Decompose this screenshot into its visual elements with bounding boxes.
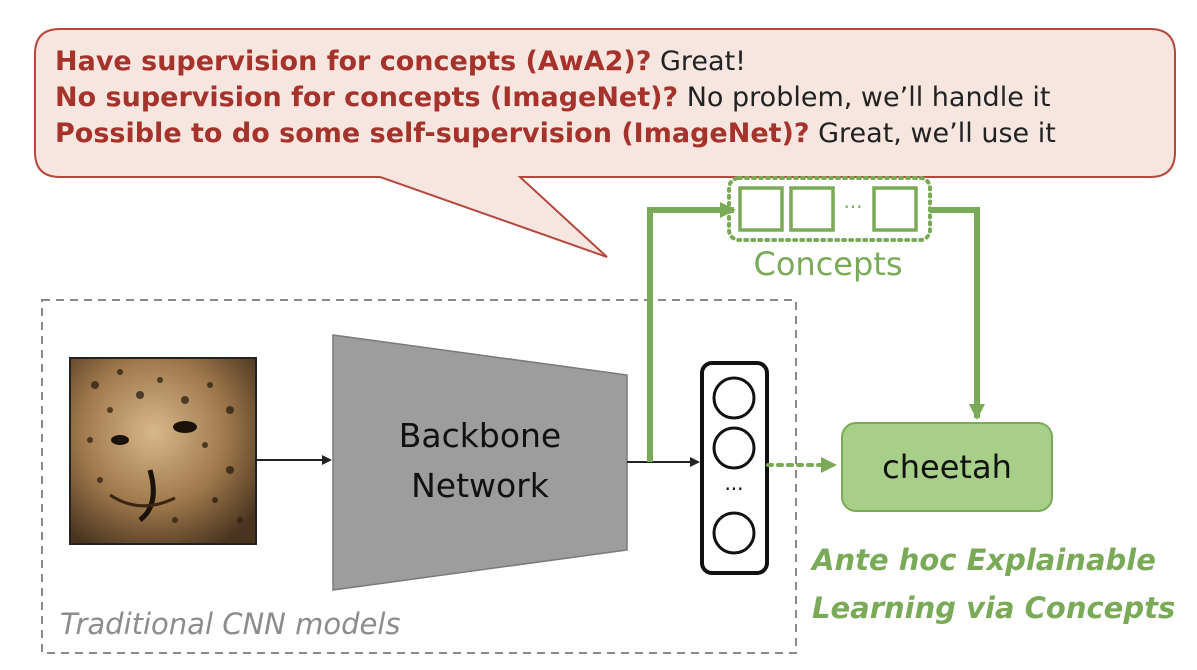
- bubble-line-2: No supervision for concepts (ImageNet)? …: [55, 82, 1050, 113]
- bubble-line-3: Possible to do some self-supervision (Im…: [55, 118, 1056, 149]
- bubble-line-1-bold: Have supervision for concepts (AwA2)?: [55, 46, 651, 77]
- output-neuron-2: [712, 426, 756, 470]
- bubble-line-2-plain: No problem, we’ll handle it: [678, 82, 1050, 113]
- speech-bubble: [34, 28, 1176, 258]
- concepts-ellipsis: ···: [843, 195, 862, 219]
- arrow-backbone-to-concepts: [647, 202, 736, 462]
- traditional-cnn-box: [41, 299, 797, 654]
- concepts-group: ··· Concepts: [727, 176, 932, 283]
- output-vector: ···: [700, 361, 769, 575]
- arrow-concepts-to-prediction: [930, 207, 985, 420]
- prediction-box: [841, 422, 1053, 512]
- bubble-line-1-plain: Great!: [651, 46, 746, 77]
- concept-box-1: [738, 186, 784, 232]
- bubble-line-1: Have supervision for concepts (AwA2)? Gr…: [55, 46, 746, 77]
- backbone-label-line2: Network: [411, 466, 550, 505]
- prediction-label: cheetah: [882, 448, 1012, 486]
- ante-hoc-caption-line2: Learning via Concepts: [812, 591, 1175, 625]
- ante-hoc-caption-line1: Ante hoc Explainable: [810, 543, 1156, 577]
- bubble-line-3-plain: Great, we’ll use it: [810, 118, 1056, 149]
- backbone-label-line1: Backbone: [399, 416, 561, 455]
- concepts-label: Concepts: [753, 245, 902, 283]
- concept-box-3: [872, 186, 918, 232]
- backbone-network-block: [332, 334, 628, 591]
- output-neuron-3: [712, 511, 756, 555]
- bubble-line-3-bold: Possible to do some self-supervision (Im…: [55, 118, 810, 149]
- output-vector-ellipsis: ···: [724, 477, 743, 501]
- input-image: [69, 357, 257, 545]
- concept-box-2: [789, 186, 835, 232]
- output-neuron-1: [712, 376, 756, 420]
- traditional-cnn-caption: Traditional CNN models: [60, 607, 400, 641]
- bubble-line-2-bold: No supervision for concepts (ImageNet)?: [55, 82, 678, 113]
